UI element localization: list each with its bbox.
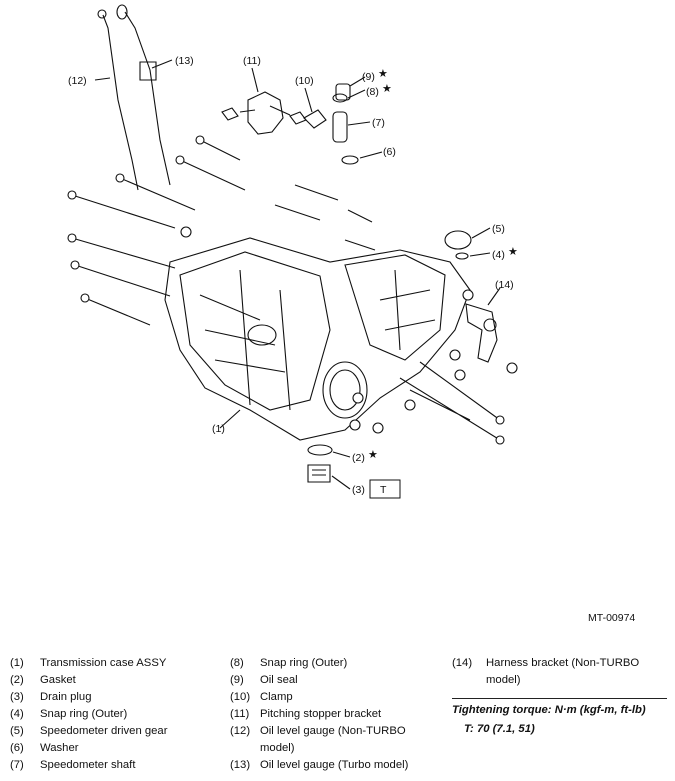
callout-8: (8) [366, 86, 379, 98]
bearing-bore [322, 361, 368, 419]
callout-5: (5) [492, 223, 505, 235]
transmission-case [164, 237, 471, 441]
callout-3: (3) [352, 484, 365, 496]
harness-bracket [465, 303, 498, 363]
bolts-left [71, 139, 246, 326]
gasket [307, 444, 333, 456]
torque-value: T: 70 (7.1, 51) [464, 723, 535, 735]
torque-box-label: T [380, 484, 387, 496]
legend-column-2: (8)Snap ring (Outer) (9)Oil seal (10)Cla… [230, 655, 420, 774]
pitching-stopper-bracket [247, 91, 284, 135]
legend-item: (9)Oil seal [230, 674, 298, 686]
oil-level-gauge-13 [124, 11, 171, 186]
callout-13: (13) [175, 55, 194, 67]
legend-item: (10)Clamp [230, 691, 293, 703]
callout-6: (6) [383, 146, 396, 158]
legend-item: (2)Gasket [10, 674, 76, 686]
clamp [303, 109, 327, 129]
callout-1: (1) [212, 423, 225, 435]
callout-12: (12) [68, 75, 87, 87]
legend-item: (14)Harness bracket (Non-TURBO model) [452, 657, 640, 686]
legend-item: (5)Speedometer driven gear [10, 725, 168, 737]
star-9: ★ [378, 68, 388, 80]
washer [341, 155, 359, 165]
legend-item: (3)Drain plug [10, 691, 92, 703]
legend-column-1: (1)Transmission case ASSY (2)Gasket (3)D… [10, 655, 220, 774]
speedometer-shaft [332, 111, 348, 143]
drain-plug [307, 464, 331, 483]
torque-heading: Tightening torque: N·m (kgf-m, ft-lb) [452, 704, 646, 716]
exploded-view-diagram: (12) (13) (11) (10) (9) ★ (8) ★ (7) (6) … [67, 4, 518, 499]
snap-ring-8 [332, 93, 348, 103]
legend-item: (8)Snap ring (Outer) [230, 657, 348, 669]
oil-seal [335, 83, 351, 101]
callout-10: (10) [295, 75, 314, 87]
callout-7: (7) [372, 117, 385, 129]
star-2: ★ [368, 449, 378, 461]
star-4: ★ [508, 246, 518, 258]
oil-level-gauge-12 [102, 14, 139, 191]
star-8: ★ [382, 83, 392, 95]
speedometer-driven-gear [444, 230, 472, 250]
legend-item: (12)Oil level gauge (Non-TURBO model) [230, 725, 406, 754]
callout-11: (11) [243, 55, 261, 67]
callout-9: (9) [362, 71, 375, 83]
legend-item: (4)Snap ring (Outer) [10, 708, 128, 720]
legend-item: (11)Pitching stopper bracket [230, 708, 382, 720]
bolts-right [274, 184, 501, 441]
torque-spec: Tightening torque: N·m (kgf-m, ft-lb) T:… [452, 698, 667, 738]
legend-item: (1)Transmission case ASSY [10, 657, 167, 669]
torque-box [369, 479, 401, 499]
callout-14: (14) [495, 279, 514, 291]
figure-id: MT-00974 [588, 612, 636, 624]
legend-item: (7)Speedometer shaft [10, 759, 136, 771]
callout-2: (2) [352, 452, 365, 464]
legend-item: (6)Washer [10, 742, 79, 754]
legend-column-3: (14)Harness bracket (Non-TURBO model) Ti… [452, 655, 667, 738]
callout-4: (4) [492, 249, 505, 261]
legend-item: (13)Oil level gauge (Turbo model) [230, 759, 409, 771]
